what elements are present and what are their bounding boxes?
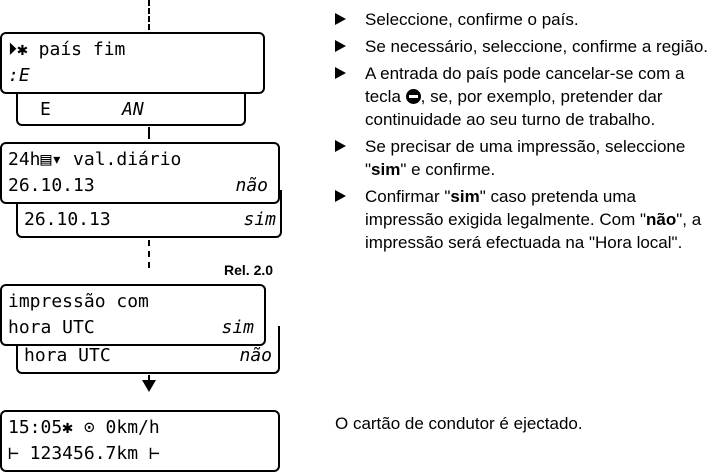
utc-sub-label: hora UTC xyxy=(24,345,111,366)
release-label: Rel. 2.0 xyxy=(224,262,274,278)
instruction-text: ", a impressão será efectuada na "Hora l… xyxy=(365,210,702,252)
display-line: impressão com xyxy=(8,291,149,312)
daily-sub-value: sim xyxy=(243,209,276,230)
display-line: 24h▤▾ val.diário xyxy=(8,149,182,170)
flow-connector xyxy=(148,127,150,139)
down-arrow-icon xyxy=(142,380,156,392)
eject-note: O cartão de condutor é ejectado. xyxy=(335,414,583,433)
display-line: 26.10.13 não xyxy=(8,174,272,198)
daily-sub-date: 26.10.13 xyxy=(24,209,111,230)
flow-connector xyxy=(148,375,150,383)
bullet-arrow-icon xyxy=(335,140,346,152)
display-daily-value: 24h▤▾ val.diário 26.10.13 não xyxy=(0,142,280,204)
region-option-e: E xyxy=(40,99,51,120)
back-key-icon xyxy=(405,89,421,104)
daily-date: 26.10.13 xyxy=(8,175,95,196)
bullet-arrow-icon xyxy=(335,40,346,52)
bullet-arrow-icon xyxy=(335,190,346,202)
instruction-item: Confirmar "sim" caso pretenda uma impres… xyxy=(335,185,715,254)
instruction-item: Se necessário, seleccione, confirme a re… xyxy=(335,35,715,58)
instruction-emphasis: sim xyxy=(371,160,401,179)
instruction-text: , se, por exemplo, pretender dar continu… xyxy=(365,87,663,129)
instruction-text: Se precisar de uma impressão, seleccione… xyxy=(365,137,686,179)
instruction-text: Seleccione, confirme o país. xyxy=(365,10,579,29)
flow-connector xyxy=(148,240,150,268)
instruction-item: Se precisar de uma impressão, seleccione… xyxy=(335,135,715,181)
utc-sub-value: não xyxy=(239,345,272,366)
display-line: hora UTC sim xyxy=(8,316,258,340)
flow-diagram: E AN ⏵✱ país fim :E 26.10.13 sim 24h▤▾ v… xyxy=(0,0,300,476)
instruction-text: Confirmar " xyxy=(365,187,451,206)
display-line: 15:05✱ ⊙ 0km/h xyxy=(8,417,160,438)
display-print-utc: impressão com hora UTC sim xyxy=(0,284,266,346)
display-country-end: ⏵✱ país fim :E xyxy=(0,32,265,94)
instruction-text: " caso pretenda uma impressão exigida le… xyxy=(365,187,646,229)
display-line: ⊢ 123456.7km ⊢ xyxy=(8,443,160,464)
display-line: :E xyxy=(8,65,30,86)
instruction-emphasis: sim xyxy=(450,187,480,206)
instruction-emphasis: não xyxy=(646,210,677,229)
display-standby: 15:05✱ ⊙ 0km/h ⊢ 123456.7km ⊢ xyxy=(0,410,280,472)
instruction-item: Seleccione, confirme o país. xyxy=(335,8,715,31)
utc-value: sim xyxy=(221,317,254,338)
instruction-text: " e confirme. xyxy=(400,160,496,179)
instruction-text: Se necessário, seleccione, confirme a re… xyxy=(365,37,709,56)
display-line: ⏵✱ país fim xyxy=(8,39,126,60)
flow-connector xyxy=(148,0,150,30)
bullet-arrow-icon xyxy=(335,67,346,79)
utc-label: hora UTC xyxy=(8,317,95,338)
region-option-an: AN xyxy=(122,99,144,120)
instructions: Seleccione, confirme o país. Se necessár… xyxy=(335,8,715,258)
instruction-item: A entrada do país pode cancelar-se com a… xyxy=(335,62,715,131)
daily-value: não xyxy=(235,175,268,196)
instruction-text: A entrada do país pode cancelar-se com a… xyxy=(365,64,685,106)
bullet-arrow-icon xyxy=(335,13,346,25)
